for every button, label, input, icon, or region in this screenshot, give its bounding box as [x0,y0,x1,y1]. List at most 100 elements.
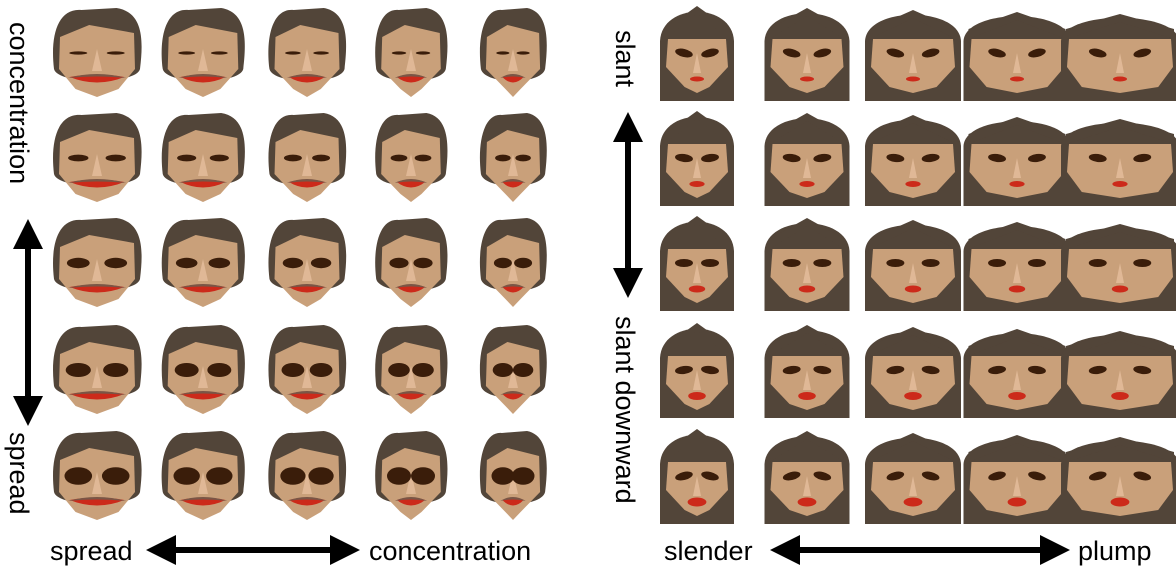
face-male [479,431,547,520]
nose [1116,476,1124,496]
nose [92,259,102,281]
nose [92,49,102,71]
face-male [53,113,142,202]
eye [390,154,408,162]
face-female [963,117,1071,206]
eye [285,51,301,55]
eye [1133,48,1152,58]
face-female [963,222,1071,311]
nose [909,476,917,496]
eye [411,467,436,485]
face-male [375,431,448,520]
mouth [1008,285,1026,293]
nose [909,370,917,390]
mouth [797,497,817,507]
face-male [268,113,347,202]
eye [281,363,305,377]
nose [909,263,917,283]
eye [988,471,1006,481]
nose [909,158,917,178]
moustache [394,391,428,395]
eye [514,257,533,269]
face-female [764,8,850,101]
face-female [764,325,850,418]
eye [207,363,232,377]
moustache [500,391,526,395]
fringe [968,435,1066,462]
nose [693,263,701,283]
eye [675,48,693,58]
face-male [375,113,448,202]
fringe [665,216,729,249]
eye [415,51,431,55]
eye [886,259,905,267]
face-male [479,325,547,414]
eye [174,363,199,377]
eye [1088,365,1107,375]
nose [693,53,701,73]
fringe [1066,224,1174,249]
face-female [1061,119,1176,206]
eye [106,51,125,55]
nose [302,366,312,388]
moustache [67,284,127,288]
face-female [1061,331,1176,418]
eye [1088,48,1107,58]
face-female [764,113,850,206]
moustache [178,179,228,183]
eye [495,154,511,162]
eye [1028,153,1046,163]
eye [516,51,530,55]
left-y-top-label: concentration [4,22,34,184]
face-female [764,218,850,311]
face-male [161,325,245,414]
fringe [870,327,956,356]
face-male [479,8,547,97]
left-y-bottom-label: spread [4,432,34,515]
eye [512,363,534,377]
eye [105,154,126,162]
eye [208,257,231,269]
fringe [769,8,845,39]
eye [782,259,801,267]
nose [693,158,701,178]
right-x-right-label: plump [1078,536,1152,566]
face-female [1061,437,1176,524]
mouth [1111,392,1129,400]
mouth [1111,285,1129,293]
fringe [769,325,845,356]
nose [693,370,701,390]
nose [302,259,312,281]
fringe [870,115,956,144]
face-male [53,431,142,520]
left-x-left-label: spread [50,536,133,566]
fringe [769,218,845,249]
eye [921,259,940,267]
face-male [53,325,142,414]
eye [1028,365,1046,375]
nose [92,472,102,494]
mouth [903,497,923,507]
fringe [968,329,1066,356]
face-female [963,329,1071,418]
nose [198,154,208,176]
eye [313,51,329,55]
moustache [394,74,428,78]
mouth [690,76,704,82]
eye [175,257,198,269]
eye [701,471,719,481]
fringe [1066,437,1174,462]
nose [406,472,416,494]
face-female [865,10,961,101]
face-male [268,325,347,414]
eye [1133,471,1152,481]
eye [813,153,832,163]
mouth [799,181,815,187]
nose [198,472,208,494]
eye [511,467,535,485]
eye [209,154,229,162]
eye [413,257,433,269]
eye [988,153,1006,163]
moustache [500,74,526,78]
fringe [665,6,729,39]
